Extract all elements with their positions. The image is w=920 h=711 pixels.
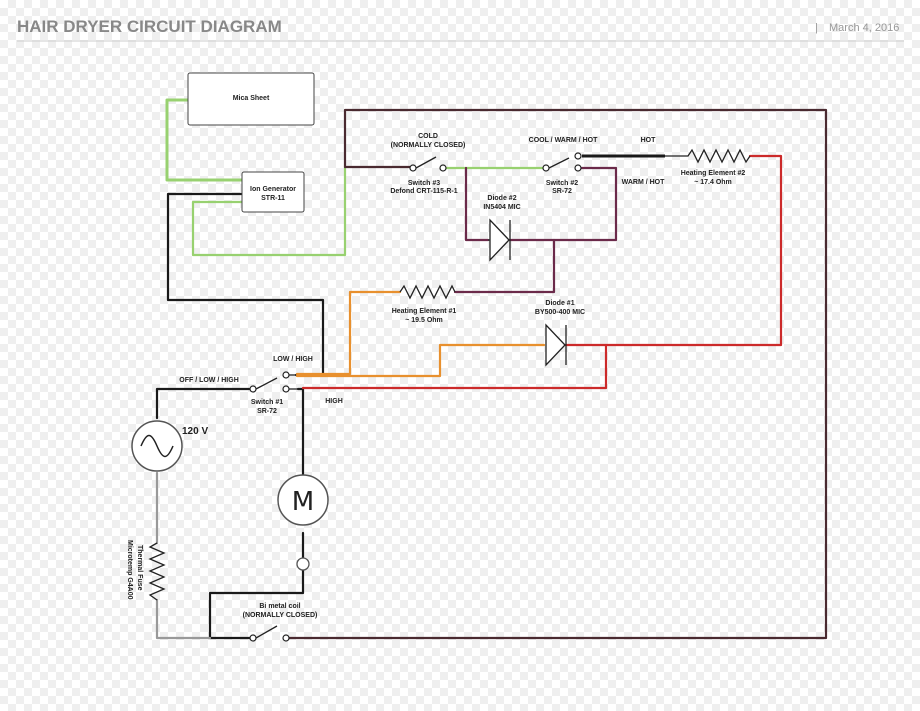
wire-orange-diode1	[295, 343, 546, 378]
wire-red-element2-diode1	[564, 154, 783, 347]
heating-element2-name: Heating Element #2	[681, 170, 746, 177]
date-separator: |	[815, 22, 818, 34]
wire-purple-diode2-in	[464, 166, 490, 242]
diode1-name: Diode #1	[545, 300, 574, 307]
page-date: March 4, 2016	[829, 22, 899, 34]
wire-green-ion-return	[191, 165, 347, 257]
switch-1	[249, 371, 298, 393]
switch-3	[409, 156, 447, 172]
heating-element-1-resistor	[399, 284, 456, 300]
wire-black-switch1-motor	[296, 387, 305, 479]
bimetal-name: Bi metal coil	[259, 603, 300, 610]
wire-black-ion-switch1	[166, 192, 325, 377]
thermal-fuse-name: Thermal Fuse	[136, 545, 143, 591]
motor: M	[277, 474, 329, 526]
mica-sheet-label: Mica Sheet	[233, 95, 270, 102]
motor-terminal	[296, 557, 310, 571]
mica-sheet-box	[187, 72, 315, 126]
warm-hot-label: WARM / HOT	[622, 179, 665, 186]
high-label: HIGH	[325, 398, 343, 405]
thermal-fuse-model-group: Microtemp G4A00	[126, 540, 133, 600]
thermal-fuse-model: Microtemp G4A00	[126, 540, 133, 600]
switch3-state: COLD	[418, 133, 438, 140]
switch1-modes: OFF / LOW / HIGH	[179, 377, 239, 384]
switch3-state-note: (NORMALLY CLOSED)	[391, 142, 466, 149]
thermal-fuse-label-group: Thermal Fuse	[136, 545, 143, 591]
switch-2	[542, 152, 582, 172]
motor-letter: M	[292, 487, 314, 517]
bimetal-coil-switch	[249, 625, 290, 642]
wire-black-source-switch1	[155, 387, 251, 420]
source-voltage: 120 V	[182, 426, 208, 437]
wire-orange-element1	[295, 290, 402, 376]
diode2-name: Diode #2	[487, 195, 516, 202]
wire-green-mica	[165, 98, 242, 182]
diode1-model: BY500-400 MIC	[535, 309, 585, 316]
wire-outer-maroon	[286, 108, 828, 640]
bimetal-state: (NORMALLY CLOSED)	[243, 612, 318, 619]
heating-element2-value: ~ 17.4 Ohm	[694, 179, 732, 186]
switch1-model: SR-72	[257, 408, 277, 415]
wire-purple-warm-hot	[508, 166, 618, 242]
diode-2	[488, 218, 511, 262]
switch1-low-high: LOW / HIGH	[273, 356, 313, 363]
switch2-name: Switch #2	[546, 180, 578, 187]
wire-gray-fuse-bottom	[155, 598, 212, 640]
switch2-model: SR-72	[552, 188, 572, 195]
wire-black-bimetal	[208, 568, 305, 640]
ion-generator-box	[241, 171, 305, 213]
heating-element-2-resistor	[665, 148, 751, 164]
page-title: HAIR DRYER CIRCUIT DIAGRAM	[17, 17, 282, 36]
switch2-modes: COOL / WARM / HOT	[529, 137, 598, 144]
switch3-name: Switch #3	[408, 180, 440, 187]
heating-element1-name: Heating Element #1	[392, 308, 457, 315]
diode2-model: IN5404 MIC	[483, 204, 520, 211]
thermal-fuse-resistor	[148, 542, 166, 601]
heating-element1-value: ~ 19.5 Ohm	[405, 317, 443, 324]
ac-source	[131, 420, 183, 472]
diode-1	[545, 323, 567, 367]
ion-generator-model: STR-11	[261, 195, 285, 202]
ion-generator-label: Ion Generator	[250, 186, 296, 193]
wire-red-high	[301, 343, 608, 390]
switch3-model: Defond CRT-115-R-1	[390, 188, 457, 195]
hot-label: HOT	[641, 137, 657, 144]
wire-purple-element1	[453, 238, 556, 294]
switch1-name: Switch #1	[251, 399, 283, 406]
